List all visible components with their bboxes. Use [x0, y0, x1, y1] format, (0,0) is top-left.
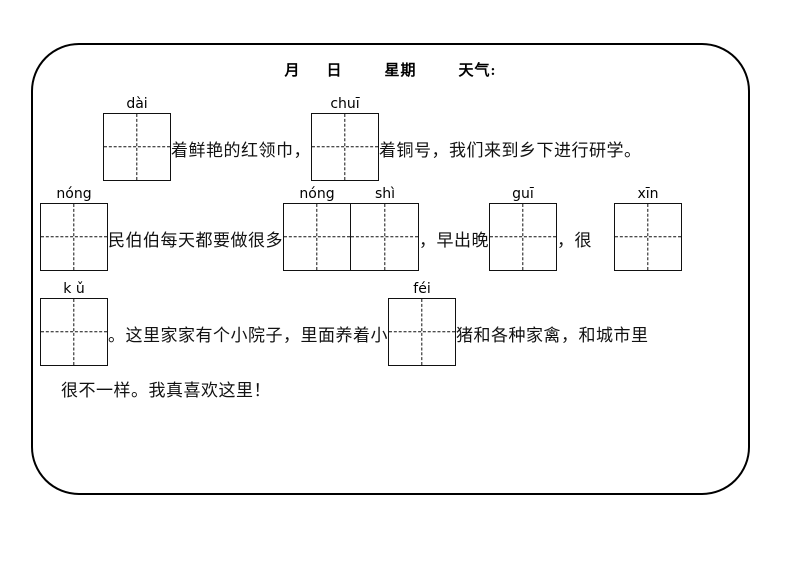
character-box-shi[interactable]: shì — [351, 187, 419, 271]
sentence-text-run: 很不一样。我真喜欢这里！ — [61, 381, 271, 400]
sentence-text-run: 着铜号，我们来到乡下进行研学。 — [379, 141, 642, 160]
tianzige-grid[interactable] — [311, 113, 379, 181]
tianzige-grid[interactable] — [489, 203, 557, 271]
tianzige-grid[interactable] — [351, 203, 419, 271]
tianzige-grid[interactable] — [283, 203, 351, 271]
header-day-label: 日 — [326, 63, 343, 79]
worksheet-body: dài 着鲜艳的红领巾， chuī 着铜号，我们来到乡下进行研学。 nóng 民… — [33, 97, 752, 489]
sentence-text-run: 着鲜艳的红领巾， — [171, 141, 311, 160]
tianzige-grid[interactable] — [388, 298, 456, 366]
pinyin-label: k ǔ — [63, 281, 85, 297]
sentence-line-1: dài 着鲜艳的红领巾， chuī 着铜号，我们来到乡下进行研学。 — [33, 97, 794, 181]
sentence-text-run: ，早出晚 — [419, 231, 489, 250]
sentence-text-run: 民伯伯每天都要做很多 — [108, 231, 283, 250]
character-box-fei[interactable]: féi — [388, 282, 456, 366]
worksheet-header: 月 日 星期 天气: — [33, 59, 748, 80]
header-weekday-label: 星期 — [384, 63, 417, 79]
pinyin-label: shì — [374, 186, 396, 202]
pinyin-label: xīn — [637, 186, 659, 202]
pinyin-label: guī — [512, 186, 534, 202]
sentence-text-run: ，很 — [557, 231, 592, 250]
character-box-gui[interactable]: guī — [489, 187, 557, 271]
worksheet-frame: 月 日 星期 天气: dài 着鲜艳的红领巾， chuī 着铜号，我们来到乡下进行研学… — [31, 43, 750, 495]
character-box-xin[interactable]: xīn — [614, 187, 682, 271]
tianzige-grid[interactable] — [103, 113, 171, 181]
tianzige-grid[interactable] — [40, 203, 108, 271]
pinyin-label: nóng — [299, 186, 335, 202]
sentence-text-run: 猪和各种家禽，和城市里 — [456, 326, 649, 345]
sentence-line-3: k ǔ 。这里家家有个小院子，里面养着小 féi 猪和各种家禽，和城市里 — [33, 282, 759, 366]
character-box-nong-1[interactable]: nóng — [40, 187, 108, 271]
pinyin-label: féi — [413, 281, 431, 297]
character-box-dai[interactable]: dài — [103, 97, 171, 181]
character-box-ku[interactable]: k ǔ — [40, 282, 108, 366]
sentence-text-run: 。这里家家有个小院子，里面养着小 — [108, 326, 388, 345]
character-box-chui[interactable]: chuī — [311, 97, 379, 181]
tianzige-grid[interactable] — [614, 203, 682, 271]
pinyin-label: chuī — [330, 96, 360, 112]
header-weather-label: 天气: — [458, 63, 497, 79]
pinyin-label: dài — [126, 96, 148, 112]
sentence-line-2: nóng 民伯伯每天都要做很多 nóng shì ，早出晚 guī ，很 — [33, 187, 759, 271]
tianzige-grid[interactable] — [40, 298, 108, 366]
character-box-nong-2[interactable]: nóng — [283, 187, 351, 271]
sentence-line-4: 很不一样。我真喜欢这里！ — [33, 382, 780, 421]
character-box-pair-nongshi: nóng shì — [283, 187, 419, 271]
header-month-label: 月 — [284, 63, 301, 79]
pinyin-label: nóng — [56, 186, 92, 202]
